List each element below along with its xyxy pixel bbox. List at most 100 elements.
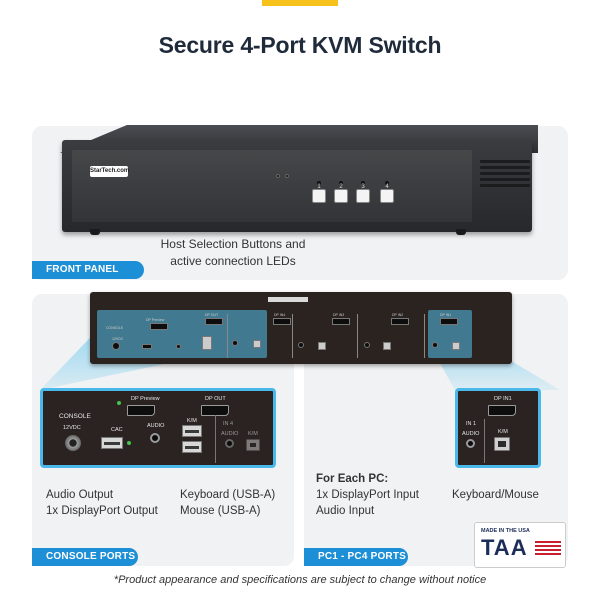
taa-badge: MADE IN THE USA TAA (474, 522, 566, 568)
device-front-face (72, 150, 472, 222)
host-button-number: 3 (361, 184, 365, 190)
rear-power-label: 12VDC (112, 337, 124, 341)
host-select-button-4 (380, 189, 394, 203)
zoom-dp-in1-label: DP IN1 (494, 396, 512, 402)
flag-stripes-icon (535, 541, 561, 559)
rear-dp-in1-label: DP IN1 (440, 313, 452, 317)
rear-dp-out-label: DP OUT (205, 313, 219, 317)
host-led-4 (385, 181, 389, 185)
rear-dp-in4-port (273, 318, 291, 325)
pc-caption-heading: For Each PC: (316, 473, 389, 485)
caption-line: 1x DisplayPort Input (316, 489, 419, 501)
caption-line: Keyboard (USB-A) (180, 489, 276, 501)
console-caption-col2: Keyboard (USB-A) Mouse (USB-A) (180, 487, 275, 519)
host-led-1 (317, 181, 321, 185)
rear-dp-in4-label: DP IN4 (274, 313, 286, 317)
console-zoom-panel: CONSOLE 12VDC DP Preview CAC AUDIO DP OU… (40, 388, 276, 468)
rear-console-label: CONSOLE (106, 326, 124, 330)
zoom-in1-km-label: K/M (498, 429, 508, 435)
host-led-2 (339, 181, 343, 185)
rear-divider (357, 314, 358, 358)
front-panel-tag: FRONT PANEL (32, 261, 144, 279)
side-vent (480, 160, 530, 194)
mouse-usb-port-icon (182, 441, 202, 453)
zoom-in4-audio-label: AUDIO (221, 431, 239, 437)
caption-line: Audio Input (316, 505, 375, 517)
zoom-console-label: CONSOLE (59, 413, 91, 420)
audio-jack-icon (150, 433, 160, 443)
rear-usb-km-port (202, 336, 212, 350)
status-led-icon (117, 401, 121, 405)
zoom-in4-label: IN 4 (223, 421, 234, 427)
rear-dp-preview-label: DP Preview (146, 318, 165, 322)
taa-badge-text: TAA (481, 535, 528, 560)
in1-audio-jack-icon (466, 439, 475, 448)
in4-usb-b-port-icon (246, 439, 260, 451)
pc-ports-tag: PC1 - PC4 PORTS (304, 548, 408, 566)
rear-dp-in2-port (391, 318, 409, 325)
host-select-button-1 (312, 189, 326, 203)
rear-sticker (268, 297, 308, 302)
caption-line: 1x DisplayPort Output (46, 505, 158, 517)
host-button-number: 4 (385, 184, 389, 190)
console-highlight (97, 310, 267, 358)
rear-dp-in3-port (332, 318, 350, 325)
rear-power-port (112, 342, 120, 350)
rear-in2-audio-port (364, 342, 370, 348)
in4-audio-jack-icon (225, 439, 234, 448)
front-caption-line: Host Selection Buttons and (160, 237, 306, 251)
cac-usb-port-icon (101, 437, 123, 449)
rear-in1-km-port (452, 342, 460, 350)
device-foot (456, 229, 466, 235)
rear-dp-in1-port (440, 318, 458, 325)
rear-dp-in2-label: DP IN2 (392, 313, 404, 317)
pc-caption: For Each PC: 1x DisplayPort Input Audio … (316, 471, 419, 519)
rear-in4-audio-port (232, 340, 238, 346)
top-accent-bar (262, 0, 338, 6)
device-foot (90, 229, 100, 235)
zoom-km-label: K/M (187, 418, 197, 424)
host-led-3 (361, 181, 365, 185)
rear-divider (424, 314, 425, 358)
rear-dp-out-port (205, 318, 223, 325)
pc1-zoom-panel: DP IN1 IN 1 AUDIO K/M (455, 388, 541, 468)
zoom-in1-label: IN 1 (466, 421, 477, 427)
rear-in3-audio-port (298, 342, 304, 348)
zoom-cac-label: CAC (111, 427, 123, 433)
zoom-dp-out-label: DP OUT (205, 396, 226, 402)
zoom-in1-audio-label: AUDIO (462, 431, 480, 437)
front-led (285, 174, 289, 178)
brand-logo: StarTech.com (90, 166, 129, 177)
zoom-audio-label: AUDIO (147, 423, 165, 429)
rear-dp-in3-label: DP IN3 (333, 313, 345, 317)
rear-divider (292, 314, 293, 358)
pc-caption-right: Keyboard/Mouse (452, 489, 539, 501)
zoom-power-label: 12VDC (63, 425, 81, 431)
rear-in1-audio-port (432, 342, 438, 348)
taa-badge-top: MADE IN THE USA (481, 528, 530, 534)
front-led (276, 174, 280, 178)
rear-in4-km-port (253, 340, 261, 348)
zoom-in4-km-label: K/M (248, 431, 258, 437)
zoom-divider (215, 415, 216, 463)
rear-audio-port (176, 344, 181, 349)
front-caption-line: active connection LEDs (170, 254, 296, 268)
rear-cac-port (142, 344, 152, 349)
caption-line: Mouse (USB-A) (180, 505, 261, 517)
console-caption-col1: Audio Output 1x DisplayPort Output (46, 487, 158, 519)
disclaimer: *Product appearance and specifications a… (113, 574, 487, 586)
rear-in3-km-port (318, 342, 326, 350)
front-panel-caption: Host Selection Buttons and active connec… (148, 236, 318, 270)
zoom-dp-preview-label: DP Preview (131, 396, 160, 402)
console-ports-tag: CONSOLE PORTS (32, 548, 138, 566)
page-title: Secure 4-Port KVM Switch (158, 32, 442, 58)
dp-preview-port-icon (127, 405, 155, 416)
rear-dp-preview-port (150, 323, 168, 330)
in1-usb-b-port-icon (494, 437, 510, 451)
caption-line: Audio Output (46, 489, 114, 501)
status-led-icon (127, 441, 131, 445)
keyboard-usb-port-icon (182, 425, 202, 437)
host-button-number: 1 (317, 184, 321, 190)
rear-in2-km-port (383, 342, 391, 350)
power-jack-icon (65, 435, 81, 451)
